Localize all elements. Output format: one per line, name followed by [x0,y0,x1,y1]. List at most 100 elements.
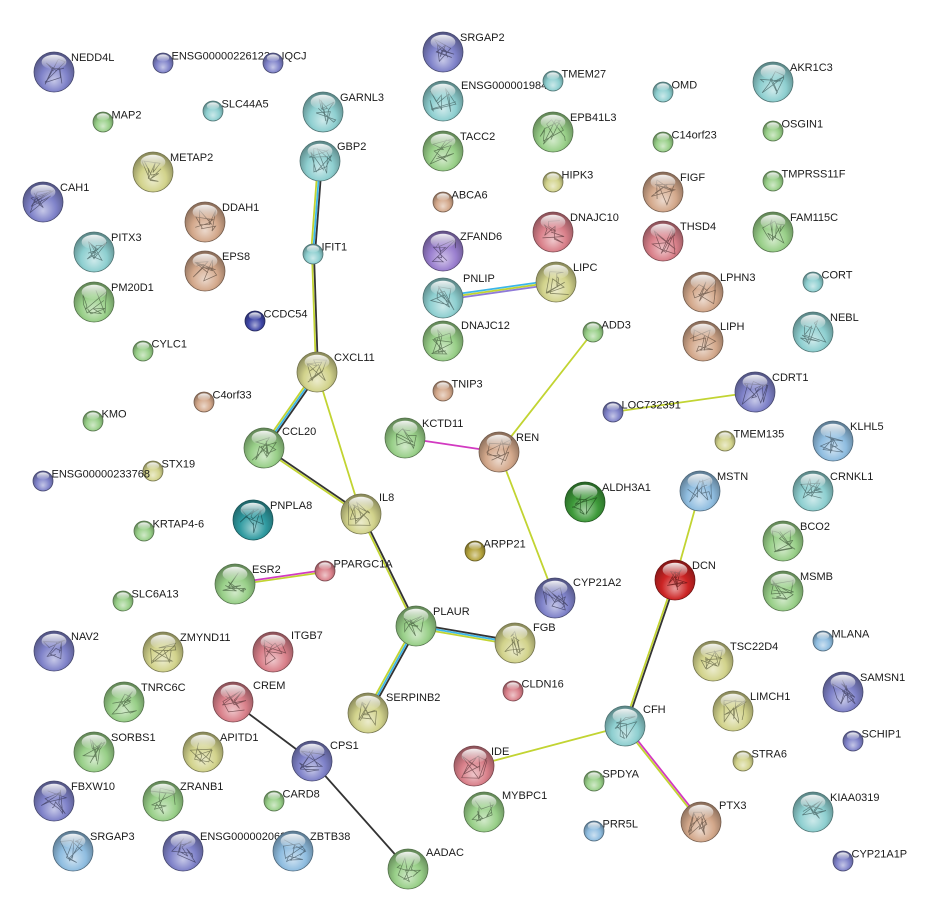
node-ccl20[interactable]: CCL20 [243,426,316,469]
node-c4orf33[interactable]: C4orf33 [193,390,252,413]
node-figf[interactable]: FIGF [642,171,705,213]
node-ifit1[interactable]: IFIT1 [302,242,347,265]
node-krtap4-6[interactable]: KRTAP4-6 [133,519,204,542]
node-zbtb38[interactable]: ZBTB38 [272,830,350,872]
node-dcn[interactable]: DCN [654,559,716,601]
node-ensg00000226123[interactable]: ENSG00000226123 [152,51,270,74]
node-apitd1[interactable]: APITD1 [182,731,259,773]
node-serpinb2[interactable]: SERPINB2 [347,692,440,734]
node-loc732391[interactable]: LOC732391 [602,400,681,423]
node-stx19[interactable]: STX19 [142,459,195,482]
node-eps8[interactable]: EPS8 [184,250,250,292]
node-ppargc1a[interactable]: PPARGC1A [314,559,393,582]
node-tmem135[interactable]: TMEM135 [714,429,784,452]
node-arpp21[interactable]: ARPP21 [464,539,526,562]
node-cdrt1[interactable]: CDRT1 [734,371,808,413]
node-cyp21a2[interactable]: CYP21A2 [534,577,621,619]
node-ensg00000206338[interactable]: ENSG00000206338 [162,830,298,872]
node-epb41l3[interactable]: EPB41L3 [532,111,616,153]
node-slc6a13[interactable]: SLC6A13 [112,589,179,612]
node-hipk3[interactable]: HIPK3 [542,170,593,193]
node-pitx3[interactable]: PITX3 [73,231,142,273]
node-ptx3[interactable]: PTX3 [680,800,747,843]
node-ensg00000198457[interactable]: ENSG00000198457 [422,80,559,122]
node-sorbs1[interactable]: SORBS1 [73,731,156,773]
node-tacc2[interactable]: TACC2 [422,130,495,172]
node-lphn3[interactable]: LPHN3 [682,271,755,313]
node-tmprss11f[interactable]: TMPRSS11F [762,169,846,192]
node-card8[interactable]: CARD8 [263,789,320,812]
node-thsd4[interactable]: THSD4 [642,220,716,262]
node-pm20d1[interactable]: PM20D1 [73,281,154,323]
node-lipc[interactable]: LIPC [535,261,598,303]
node-zmynd11[interactable]: ZMYND11 [142,631,231,673]
node-nedd4l[interactable]: NEDD4L [33,51,114,93]
node-ddah1[interactable]: DDAH1 [184,201,259,243]
edge-ren-cyp21a2[interactable] [498,451,556,599]
node-garnl3[interactable]: GARNL3 [302,91,384,133]
node-mlana[interactable]: MLANA [812,629,870,652]
node-zfand6[interactable]: ZFAND6 [422,230,502,272]
node-itgb7[interactable]: ITGB7 [252,630,323,673]
node-nebl[interactable]: NEBL [792,311,859,353]
node-klhl5[interactable]: KLHL5 [812,420,884,462]
node-gbp2[interactable]: GBP2 [299,140,366,182]
node-prr5l[interactable]: PRR5L [583,819,638,842]
node-tmem27[interactable]: TMEM27 [542,69,606,92]
node-mybpc1[interactable]: MYBPC1 [463,790,547,833]
edge-il8-plaur[interactable] [359,512,418,628]
node-pnpla8[interactable]: PNPLA8 [232,499,312,541]
edge-cxcl11-il8[interactable] [316,371,362,515]
node-fbxw10[interactable]: FBXW10 [33,780,115,822]
node-cylc1[interactable]: CYLC1 [132,339,187,362]
node-bco2[interactable]: BCO2 [762,520,830,562]
node-tnrc6c[interactable]: TNRC6C [103,681,186,723]
node-nav2[interactable]: NAV2 [33,630,99,672]
node-zranb1[interactable]: ZRANB1 [142,780,223,822]
node-spdya[interactable]: SPDYA [583,769,640,792]
node-srgap2[interactable]: SRGAP2 [422,31,505,73]
node-crnkl1[interactable]: CRNKL1 [792,470,873,512]
node-dnajc10[interactable]: DNAJC10 [532,211,619,253]
node-add3[interactable]: ADD3 [582,320,631,343]
node-plaur[interactable]: PLAUR [395,605,470,647]
node-c14orf23[interactable]: C14orf23 [652,130,717,153]
node-osgin1[interactable]: OSGIN1 [762,119,823,142]
node-kctd11[interactable]: KCTD11 [384,417,463,459]
node-ren[interactable]: REN [478,431,539,473]
node-ide[interactable]: IDE [453,745,509,787]
node-kmo[interactable]: KMO [82,409,127,432]
node-mstn[interactable]: MSTN [679,470,748,512]
node-fgb[interactable]: FGB [494,622,556,664]
node-il8[interactable]: IL8 [340,492,394,535]
node-msmb[interactable]: MSMB [762,570,833,612]
node-kiaa0319[interactable]: KIAA0319 [792,791,880,833]
node-omd[interactable]: OMD [652,80,697,103]
edge-cps1-aadac[interactable] [311,760,409,870]
node-limch1[interactable]: LIMCH1 [712,690,790,732]
node-tnip3[interactable]: TNIP3 [432,379,483,402]
node-metap2[interactable]: METAP2 [132,151,213,193]
node-cah1[interactable]: CAH1 [22,181,89,223]
node-cldn16[interactable]: CLDN16 [502,679,564,702]
node-slc44a5[interactable]: SLC44A5 [202,99,269,122]
node-abca6[interactable]: ABCA6 [432,190,488,213]
node-pnlip[interactable]: PNLIP [422,273,495,319]
node-crem[interactable]: CREM [212,680,285,723]
node-tsc22d4[interactable]: TSC22D4 [692,640,778,682]
node-ensg00000233768[interactable]: ENSG00000233768 [32,469,150,492]
node-akr1c3[interactable]: AKR1C3 [752,61,833,103]
node-map2[interactable]: MAP2 [92,110,141,133]
edge-ide-cfh[interactable] [473,725,626,767]
edge-cfh-ptx3[interactable] [623,724,703,824]
edge-ren-add3[interactable] [498,331,594,453]
node-cps1[interactable]: CPS1 [291,740,359,782]
node-fam115c[interactable]: FAM115C [752,211,838,253]
node-aadac[interactable]: AADAC [387,847,464,890]
node-dnajc12[interactable]: DNAJC12 [422,320,510,362]
edge-loc732391-cdrt1[interactable] [612,391,756,413]
node-esr2[interactable]: ESR2 [214,563,281,605]
node-cxcl11[interactable]: CXCL11 [296,351,375,393]
node-srgap3[interactable]: SRGAP3 [52,830,135,872]
node-aldh3a1[interactable]: ALDH3A1 [564,481,651,523]
